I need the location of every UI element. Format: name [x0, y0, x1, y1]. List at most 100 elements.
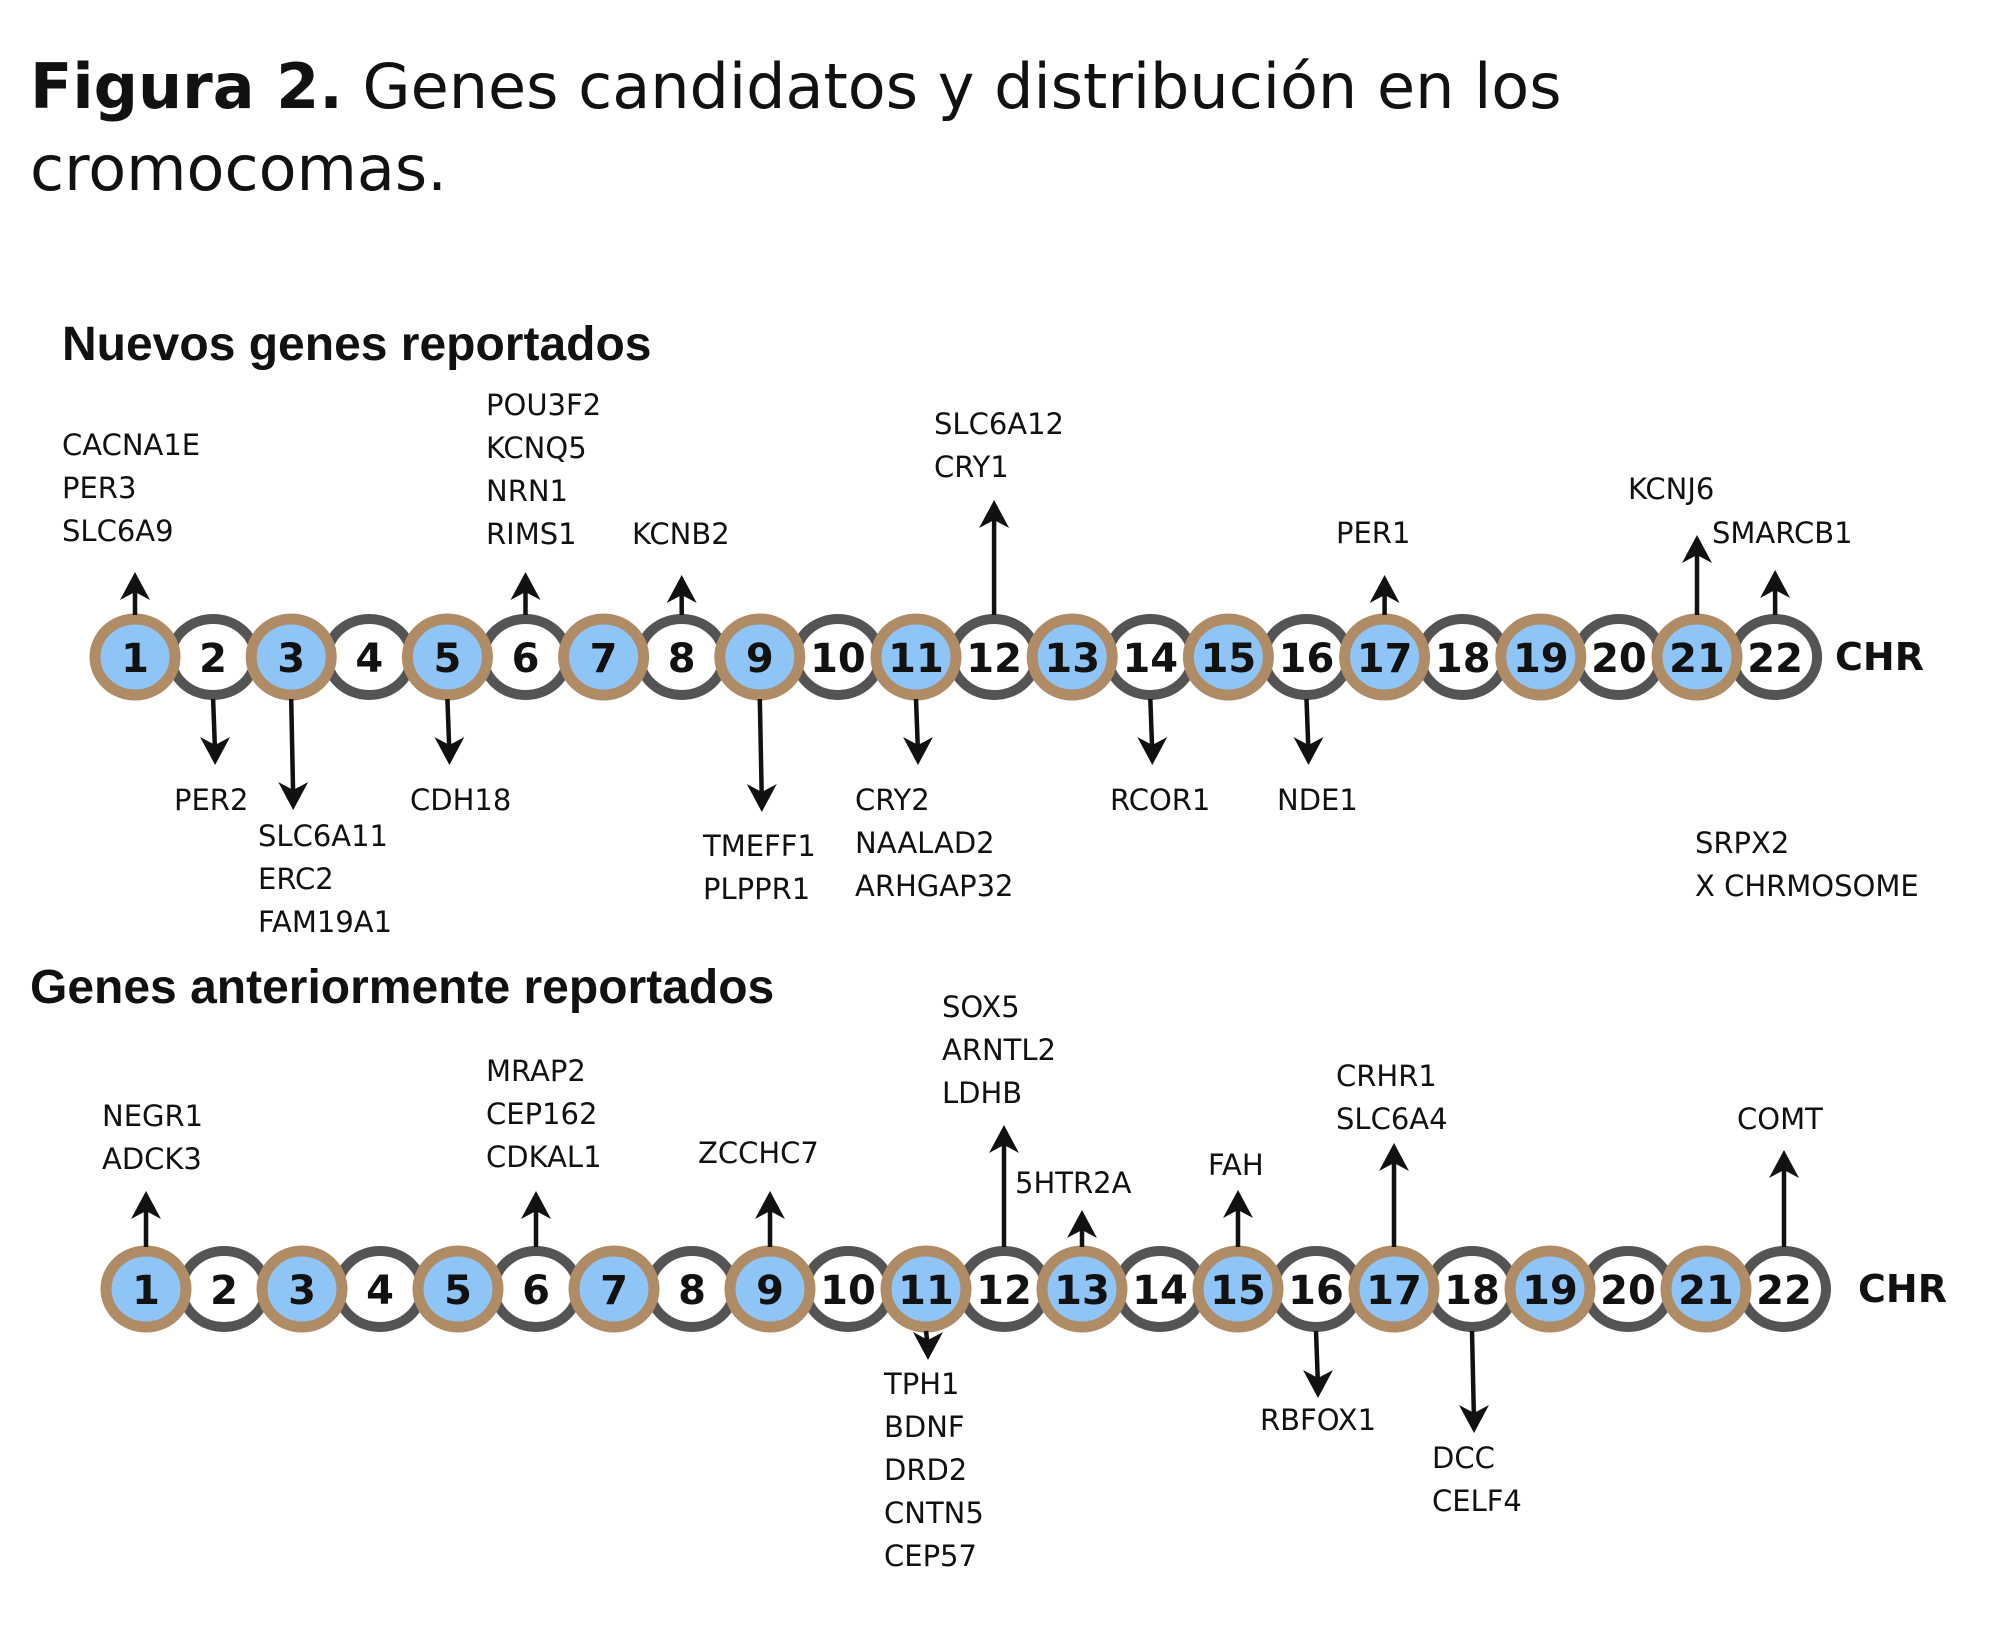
- arrow-up-icon: [1769, 1150, 1799, 1178]
- gene-annotation-chr9: ZCCHC7: [698, 1136, 819, 1247]
- chromosome-ring: [714, 613, 806, 701]
- gene-label: CDKAL1: [486, 1140, 602, 1174]
- gene-label: ADCK3: [102, 1142, 202, 1176]
- arrow-up-icon: [989, 1125, 1019, 1153]
- panel-title-previous: Genes anteriormente reportados: [30, 961, 774, 1014]
- chromosome-ring: [401, 613, 493, 701]
- gene-annotation-chr15: FAH: [1208, 1148, 1264, 1247]
- chromosome-7: [568, 1245, 660, 1333]
- chromosome-number: 21: [1678, 1268, 1734, 1314]
- gene-label: SLC6A9: [62, 514, 174, 548]
- chromosome-number: 11: [888, 636, 944, 682]
- chromosome-ring: [1026, 613, 1118, 701]
- gene-label: SLC6A12: [934, 407, 1064, 441]
- chromosome-19: [1504, 1245, 1596, 1333]
- chromosome-band: [100, 1245, 1831, 1333]
- chromosome-number: 11: [898, 1268, 954, 1314]
- panel-title-new: Nuevos genes reportados: [62, 318, 652, 371]
- gene-annotation-chr22: COMT: [1737, 1102, 1823, 1247]
- gene-label: SLC6A11: [258, 819, 388, 853]
- chromosome-number: 6: [512, 636, 540, 682]
- chromosome-ring: [89, 613, 181, 701]
- gene-label: FAH: [1208, 1148, 1264, 1182]
- gene-label: DCC: [1432, 1441, 1495, 1475]
- arrow-up-icon: [131, 1191, 161, 1219]
- arrow-down-icon: [200, 737, 231, 765]
- chromosome-ring: [880, 1245, 972, 1333]
- chromosome-number: 22: [1756, 1268, 1812, 1314]
- arrow-shaft: [913, 698, 921, 754]
- arrow-up-icon: [1682, 535, 1712, 563]
- chromosome-number: 17: [1366, 1268, 1422, 1314]
- chromosome-number: 14: [1132, 1268, 1188, 1314]
- axis-label-chr: CHR: [1835, 635, 1924, 679]
- gene-label: DRD2: [884, 1453, 967, 1487]
- gene-label: FAM19A1: [258, 905, 392, 939]
- chromosome-1: [100, 1245, 192, 1333]
- arrow-shaft: [1469, 1330, 1477, 1422]
- arrow-up-icon: [521, 1191, 551, 1219]
- chromosome-number: 4: [366, 1268, 394, 1314]
- gene-label: CELF4: [1432, 1484, 1522, 1518]
- chromosome-17: [1339, 613, 1431, 701]
- chromosome-ring: [558, 613, 650, 701]
- chromosome-number: 20: [1600, 1268, 1656, 1314]
- gene-annotation-chr22: SMARCB1: [1712, 516, 1853, 615]
- chromosome-number: 3: [277, 636, 305, 682]
- chromosome-ring: [1495, 613, 1587, 701]
- arrow-down-icon: [278, 782, 309, 810]
- chromosome-number: 10: [810, 636, 866, 682]
- gene-annotation-chr16: NDE1: [1277, 698, 1358, 817]
- chromosome-ring: [245, 613, 337, 701]
- gene-label: KCNJ6: [1628, 472, 1714, 506]
- arrow-up-icon: [666, 575, 697, 603]
- arrow-up-icon: [1223, 1190, 1253, 1218]
- chromosome-number: 12: [966, 636, 1022, 682]
- chromosome-number: 13: [1054, 1268, 1110, 1314]
- chromosome-19: [1495, 613, 1587, 701]
- chromosome-17: [1348, 1245, 1440, 1333]
- gene-label: PER3: [62, 471, 136, 505]
- arrow-up-icon: [120, 572, 150, 600]
- gene-label: SOX5: [942, 990, 1020, 1024]
- gene-label: NAALAD2: [855, 826, 995, 860]
- chromosome-15: [1182, 613, 1274, 701]
- chromosome-21: [1651, 613, 1743, 701]
- gene-annotation-chr8: KCNB2: [632, 517, 730, 615]
- figure-label: Figura 2.: [30, 50, 343, 123]
- chromosome-number: 2: [199, 636, 227, 682]
- gene-label: NRN1: [486, 474, 568, 508]
- chromosome-number: 15: [1201, 636, 1257, 682]
- gene-label: NEGR1: [102, 1099, 203, 1133]
- chromosome-number: 2: [210, 1268, 238, 1314]
- gene-label: PLPPR1: [703, 872, 810, 906]
- arrow-shaft: [288, 698, 296, 799]
- chromosome-9: [724, 1245, 816, 1333]
- chromosome-ring: [100, 1245, 192, 1333]
- chromosome-number: 8: [678, 1268, 706, 1314]
- gene-label: CEP162: [486, 1097, 597, 1131]
- arrow-down-icon: [1137, 737, 1168, 765]
- gene-label: BDNF: [884, 1410, 965, 1444]
- chromosome-ring: [412, 1245, 504, 1333]
- chromosome-11: [880, 1245, 972, 1333]
- gene-label: CRHR1: [1336, 1059, 1437, 1093]
- chromosome-ring: [568, 1245, 660, 1333]
- chromosome-number: 4: [355, 636, 383, 682]
- gene-label: CEP57: [884, 1539, 977, 1573]
- chromosome-number: 12: [976, 1268, 1032, 1314]
- chromosome-ring: [1348, 1245, 1440, 1333]
- chromosome-number: 19: [1522, 1268, 1578, 1314]
- chromosome-13: [1026, 613, 1118, 701]
- gene-annotation-chr13: 5HTR2A: [1015, 1166, 1132, 1247]
- gene-label: RIMS1: [486, 517, 577, 551]
- chromosome-number: 1: [132, 1268, 160, 1314]
- figure-title-text: Genes candidatos y distribución en los: [343, 50, 1562, 123]
